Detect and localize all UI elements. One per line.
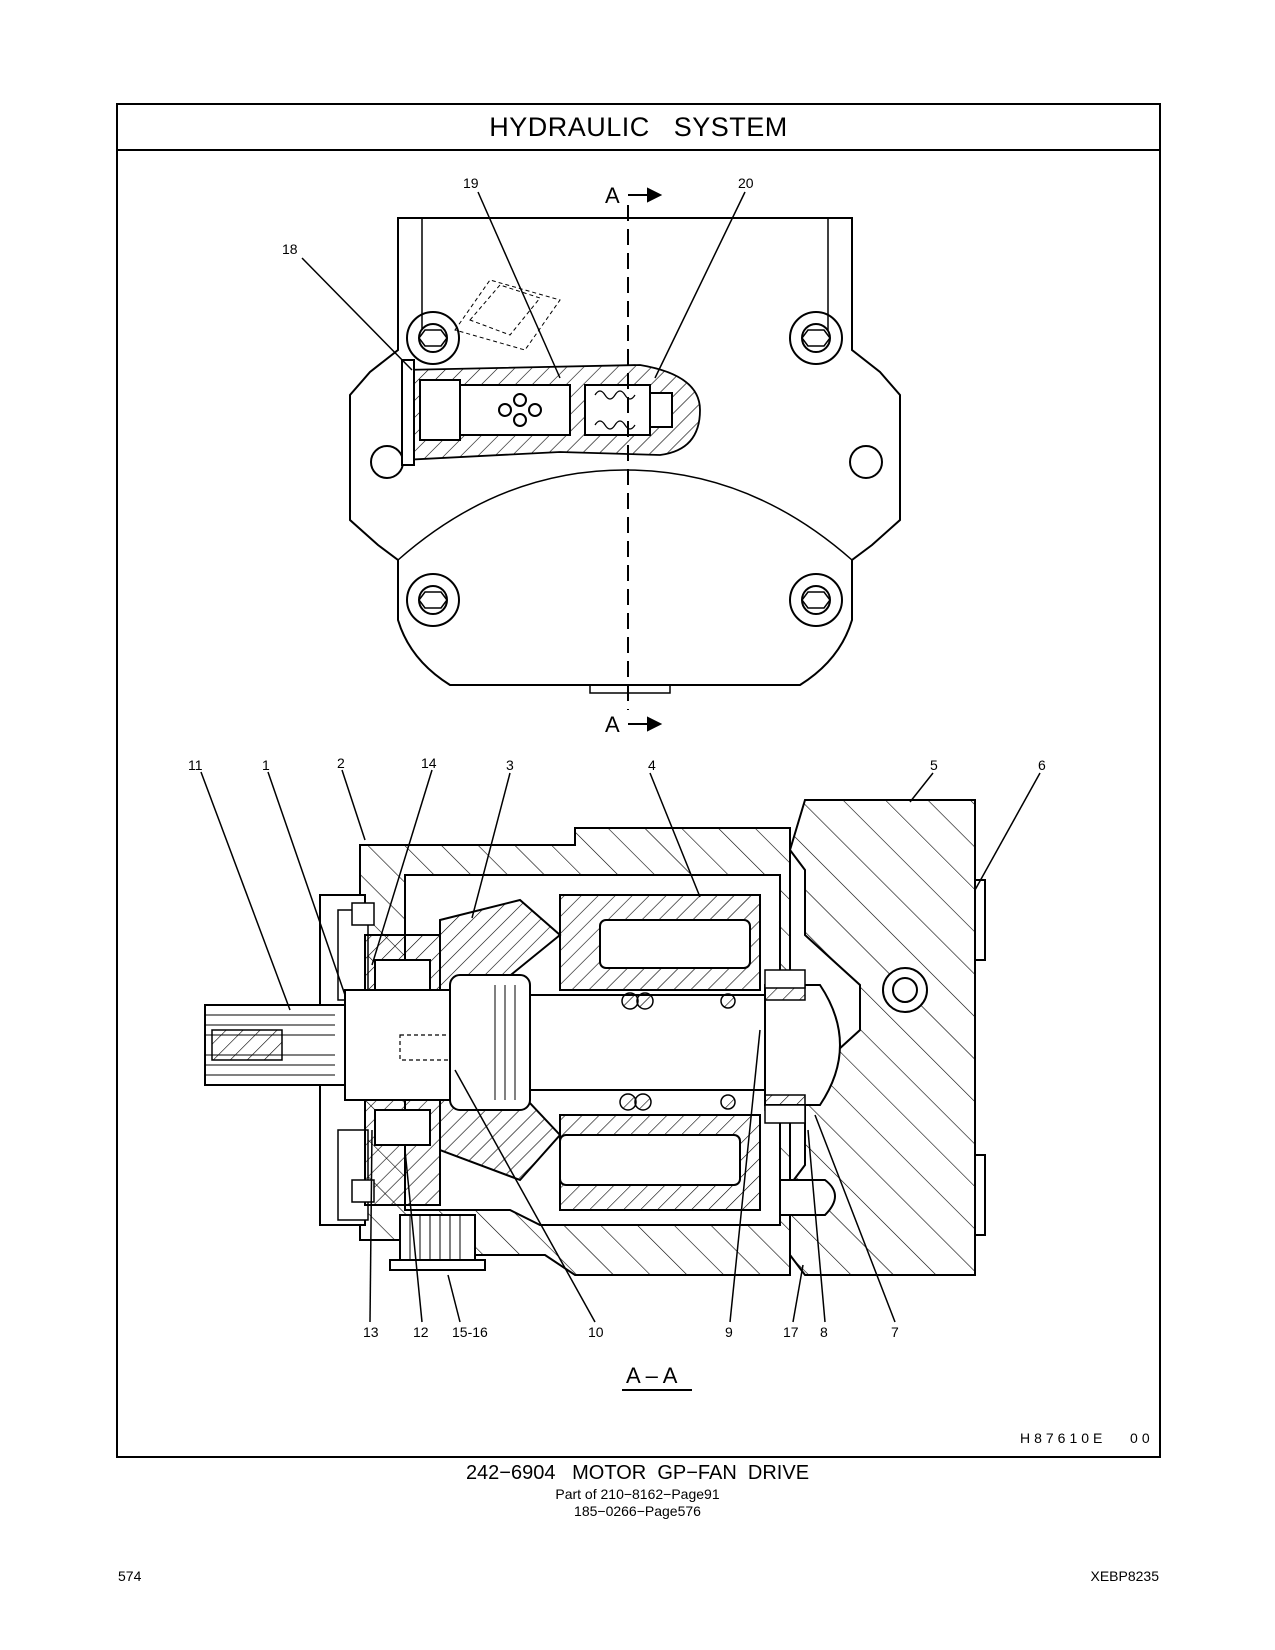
callout-17: 17 (783, 1324, 799, 1340)
callout-13: 13 (363, 1324, 379, 1340)
callout-7: 7 (891, 1324, 899, 1340)
callout-20: 20 (738, 175, 754, 191)
caption-part-of: Part of 210−8162−Page91 (555, 1486, 720, 1502)
caption-reference: 185−0266−Page576 (574, 1503, 701, 1519)
section-view-label: A – A (626, 1363, 678, 1388)
bolt-icon (406, 311, 460, 365)
callout-15-16: 15-16 (452, 1324, 488, 1340)
callout-18: 18 (282, 241, 298, 257)
callout-5: 5 (930, 757, 938, 773)
callout-6: 6 (1038, 757, 1046, 773)
page-title: HYDRAULIC SYSTEM (489, 111, 788, 142)
callout-11: 11 (188, 757, 203, 773)
callout-9: 9 (725, 1324, 733, 1340)
section-leaders (200, 769, 1041, 1323)
section-marker-bottom: A (605, 712, 620, 737)
bolt-icon (789, 311, 843, 365)
callout-12: 12 (413, 1324, 429, 1340)
bolt-icon (789, 573, 843, 627)
bolt-icon (406, 573, 460, 627)
callout-19: 19 (463, 175, 479, 191)
top-view (349, 217, 901, 694)
callout-10: 10 (588, 1324, 604, 1340)
section-view (204, 799, 986, 1276)
caption-title: 242−6904 MOTOR GP−FAN DRIVE (465, 1462, 810, 1484)
section-marker-top: A (605, 183, 620, 208)
document-id: XEBP8235 (1090, 1568, 1160, 1584)
diagram-frame: HYDRAULIC SYSTEM (116, 103, 1161, 1458)
callout-3: 3 (506, 757, 514, 773)
callout-14: 14 (421, 755, 437, 771)
title-bar: HYDRAULIC SYSTEM (118, 105, 1159, 151)
callout-1: 1 (262, 757, 270, 773)
illustration-code: H87610E 00 (1020, 1430, 1154, 1446)
section-line (627, 187, 663, 732)
callout-2: 2 (337, 755, 345, 771)
page-number: 574 (118, 1568, 142, 1584)
callout-4: 4 (648, 757, 656, 773)
top-leaders (301, 191, 746, 379)
callout-8: 8 (820, 1324, 828, 1340)
